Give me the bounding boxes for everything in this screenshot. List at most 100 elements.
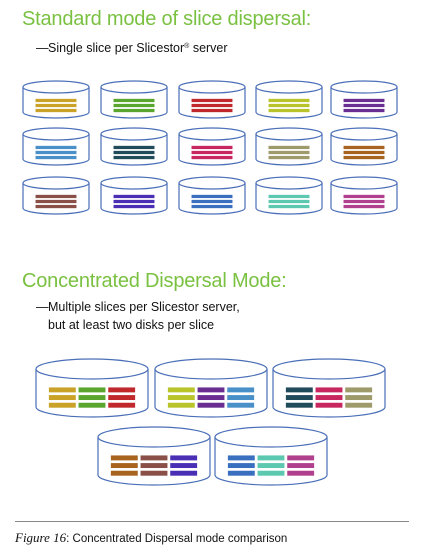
bullet-standard-mode: —Single slice per Slicestor® server: [36, 38, 228, 57]
slice-bar: [35, 155, 77, 160]
disk-top: [214, 426, 328, 448]
disk-top: [178, 80, 246, 94]
slice-block: [191, 98, 233, 113]
slice-bar: [113, 103, 155, 108]
disk-top: [272, 358, 386, 380]
heading-standard-mode: Standard mode of slice dispersal:: [22, 8, 312, 30]
slice-bar: [343, 103, 385, 108]
slice-bar: [285, 395, 313, 401]
slice-block: [191, 145, 233, 160]
slice-bar: [268, 103, 310, 108]
disk-top: [22, 80, 90, 94]
disk-top: [178, 127, 246, 141]
slice-bar: [108, 395, 136, 401]
disk-top: [100, 127, 168, 141]
standard-disk: [255, 176, 323, 215]
slice-bar: [345, 402, 373, 408]
slice-bar: [285, 387, 313, 393]
slice-bar: [268, 199, 310, 204]
slice-block: [343, 145, 385, 160]
slice-block: [345, 387, 373, 408]
heading-concentrated-mode: Concentrated Dispersal Mode:: [22, 270, 287, 292]
standard-disk: [100, 127, 168, 166]
slice-block: [170, 455, 198, 476]
standard-disk: [330, 176, 398, 215]
disk-top: [255, 127, 323, 141]
slice-bar: [110, 455, 138, 461]
slice-block: [268, 194, 310, 209]
slice-block: [285, 387, 313, 408]
slice-bar: [35, 145, 77, 150]
slice-bar: [191, 155, 233, 160]
slice-bar: [35, 194, 77, 199]
slice-bar: [287, 463, 315, 469]
slice-bar: [170, 463, 198, 469]
standard-disk: [178, 127, 246, 166]
disk-top: [154, 358, 268, 380]
slice-bar: [345, 387, 373, 393]
slice-bar: [113, 98, 155, 103]
slice-bar: [48, 395, 76, 401]
slice-block: [287, 455, 315, 476]
slice-bar: [268, 155, 310, 160]
slice-bar: [268, 145, 310, 150]
figure-caption-text: : Concentrated Dispersal mode comparison: [66, 533, 288, 545]
standard-disk: [22, 127, 90, 166]
slice-block: [110, 455, 138, 476]
slice-block: [35, 98, 77, 113]
disk-top: [255, 176, 323, 190]
slice-bar: [113, 155, 155, 160]
slice-bar: [268, 194, 310, 199]
slice-bar: [227, 455, 255, 461]
bullet-concentrated-line2: but at least two disks per slice: [48, 318, 215, 332]
disk-top: [330, 176, 398, 190]
slice-bar: [227, 387, 255, 393]
slice-bar: [315, 395, 343, 401]
slice-bar: [170, 470, 198, 476]
slice-block: [35, 194, 77, 209]
slice-bar: [113, 204, 155, 209]
slice-bar: [113, 108, 155, 113]
disk-top: [35, 358, 149, 380]
slice-bar: [268, 98, 310, 103]
disk-diagram: [22, 80, 398, 486]
concentrated-disk: [272, 358, 386, 418]
standard-disk: [22, 80, 90, 119]
disk-top: [330, 80, 398, 94]
bullet-dash: —: [36, 300, 49, 314]
bullet-standard-text: Single slice per Slicestor: [48, 41, 185, 55]
slice-bar: [343, 150, 385, 155]
concentrated-disk: [154, 358, 268, 418]
caption-divider: [15, 521, 409, 522]
slice-bar: [113, 145, 155, 150]
slice-block: [257, 455, 285, 476]
concentrated-disk: [214, 426, 328, 486]
slice-bar: [35, 199, 77, 204]
slice-bar: [343, 204, 385, 209]
figure-caption: Figure 16: Concentrated Dispersal mode c…: [15, 530, 287, 546]
slice-bar: [257, 455, 285, 461]
slice-bar: [268, 150, 310, 155]
slice-bar: [343, 199, 385, 204]
slice-bar: [35, 103, 77, 108]
slice-bar: [191, 103, 233, 108]
standard-disk: [100, 176, 168, 215]
slice-block: [113, 145, 155, 160]
slice-bar: [140, 470, 168, 476]
slice-bar: [140, 463, 168, 469]
slice-block: [227, 455, 255, 476]
slice-bar: [257, 470, 285, 476]
standard-disk: [178, 176, 246, 215]
slice-bar: [285, 402, 313, 408]
slice-bar: [227, 402, 255, 408]
slice-block: [78, 387, 106, 408]
disk-top: [97, 426, 211, 448]
slice-bar: [315, 402, 343, 408]
slice-block: [343, 98, 385, 113]
slice-bar: [167, 387, 195, 393]
slice-bar: [191, 204, 233, 209]
slice-bar: [227, 463, 255, 469]
registered-mark: ®: [184, 43, 190, 50]
disk-top: [100, 176, 168, 190]
slice-bar: [343, 155, 385, 160]
